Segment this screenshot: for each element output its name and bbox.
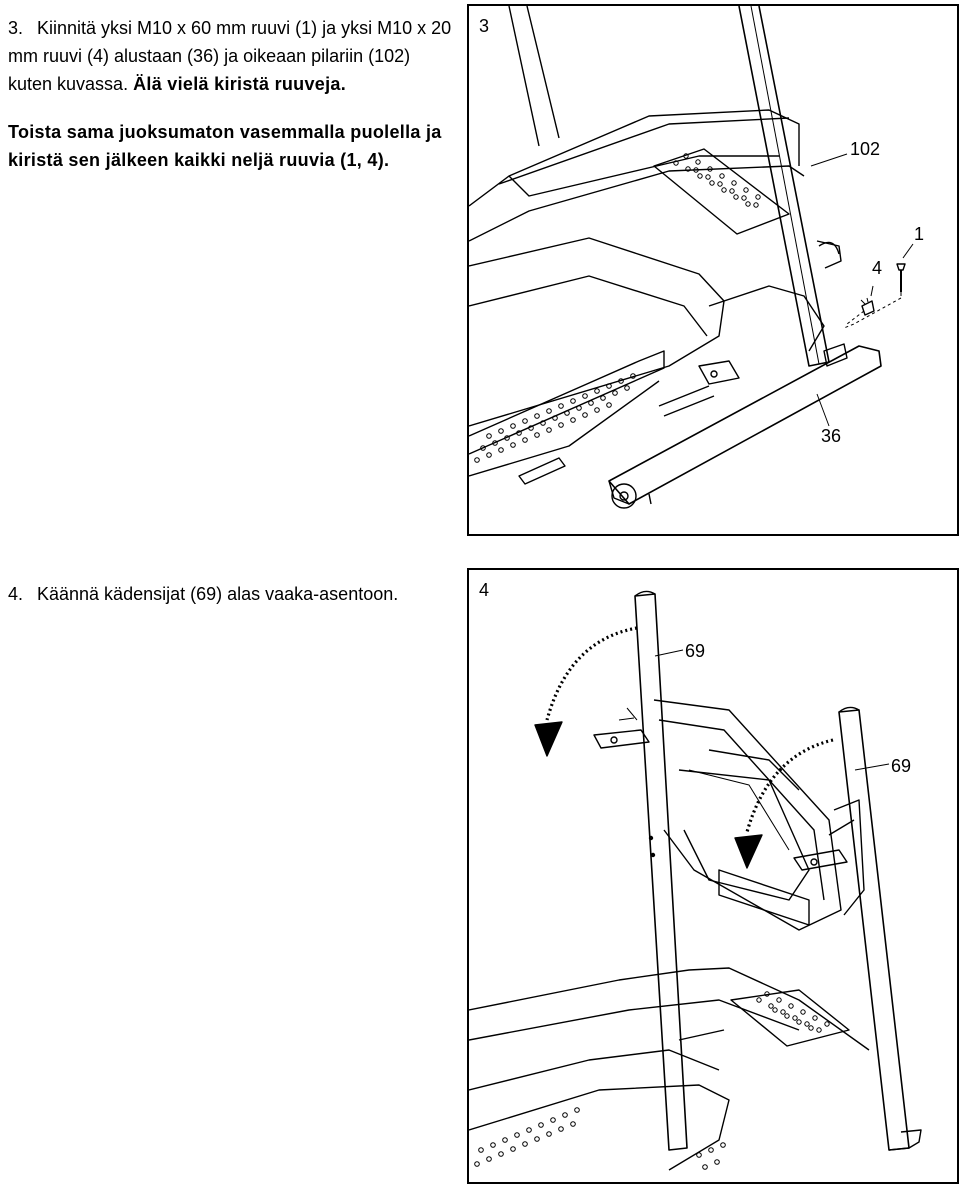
step-4-number: 4. (8, 584, 24, 604)
step-3-instructions: 3.Kiinnitä yksi M10 x 60 mm ruuvi (1) ja… (8, 14, 458, 174)
step-3-figure-number: 3 (479, 16, 490, 36)
callout-4: 4 (872, 258, 883, 278)
callout-69-right: 69 (891, 756, 912, 776)
step-4-text: Käännä kädensijat (69) alas vaaka-asento… (37, 584, 399, 604)
step-4-instructions: 4. Käännä kädensijat (69) alas vaaka-asen… (8, 580, 458, 608)
callout-36: 36 (821, 426, 842, 446)
step-4-figure: 4 69 69 (467, 568, 959, 1184)
callout-102: 102 (850, 139, 881, 159)
step-4-paragraph: 4. Käännä kädensijat (69) alas vaaka-asen… (8, 580, 458, 608)
callout-69-left: 69 (685, 641, 706, 661)
step-3-warning: Älä vielä kiristä ruuveja. (133, 74, 347, 94)
step-3-number: 3. (8, 18, 24, 38)
callout-1: 1 (914, 224, 925, 244)
step-3-paragraph-2: Toista sama juoksumaton vasemmalla puole… (8, 122, 442, 170)
step-4-illustration (469, 590, 922, 1171)
step-3-paragraph-1: 3.Kiinnitä yksi M10 x 60 mm ruuvi (1) ja… (8, 14, 458, 98)
step-3-text: Kiinnitä yksi M10 x 60 mm ruuvi (1) ja y… (8, 18, 452, 94)
step-3-figure: 3 102 1 4 36 (467, 4, 959, 536)
step-4-figure-number: 4 (479, 580, 490, 600)
step-3-illustration (469, 6, 914, 509)
